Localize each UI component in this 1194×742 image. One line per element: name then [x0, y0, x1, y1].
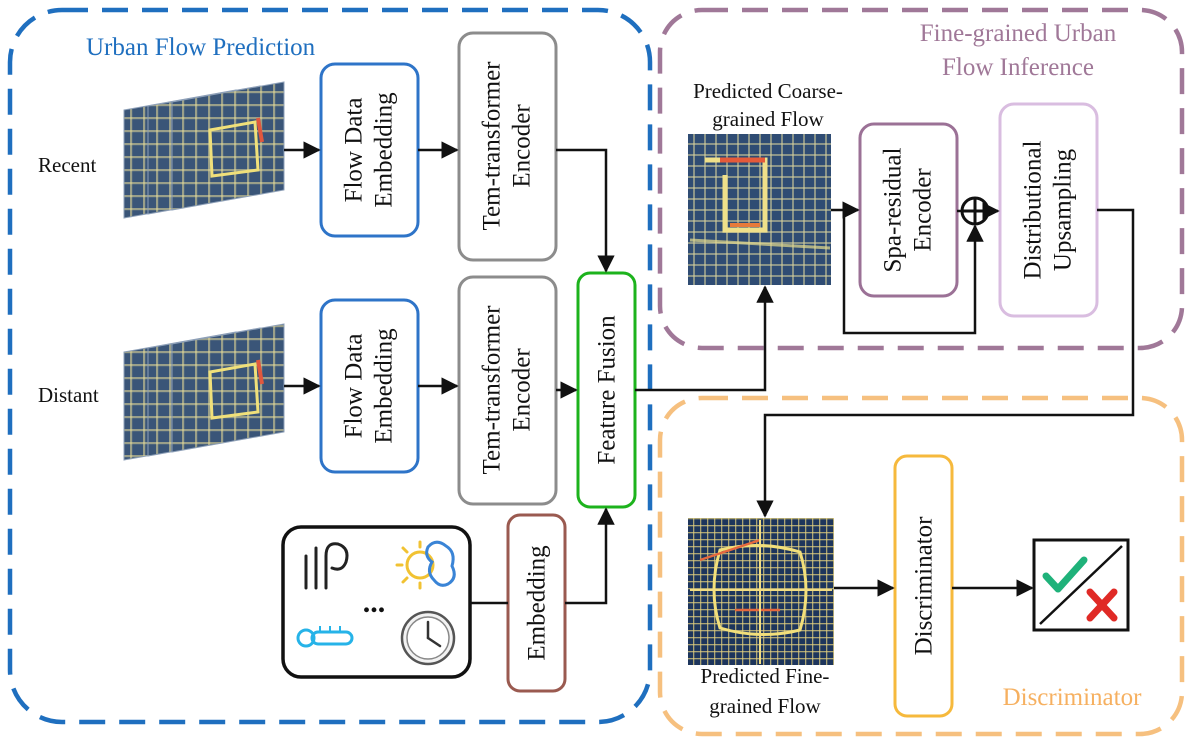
distant-heatmap-stack: [123, 323, 285, 461]
wind-icon: [304, 542, 349, 590]
tem-transformer-encoder-label-recent-line1: Tem-transformer: [479, 61, 506, 231]
tem-transformer-encoder-box-recent: [457, 31, 558, 262]
cross-icon: [1086, 588, 1118, 622]
embedding-label: Embedding: [524, 545, 551, 661]
tem-transformer-encoder-box-distant: [457, 275, 558, 506]
fine-flow-label-line2: grained Flow: [709, 694, 821, 718]
recent-heatmap-stack: [123, 81, 285, 219]
distributional-upsampling-box: [998, 102, 1099, 318]
coarse-flow-label-line2: grained Flow: [712, 107, 824, 131]
tem-transformer-encoder-label-recent-line2: Encoder: [509, 104, 536, 188]
spa-residual-encoder-box: [858, 122, 959, 298]
distant-label: Distant: [38, 383, 99, 407]
flow-data-embedding-box-distant: [319, 298, 420, 474]
tem-transformer-encoder-label-distant-line1: Tem-transformer: [479, 305, 506, 475]
fine-grained-inference-region: [657, 7, 1185, 351]
recent-label: Recent: [38, 153, 96, 177]
spa-residual-encoder-label-line2: Encoder: [910, 168, 937, 252]
feature-fusion-label: Feature Fusion: [594, 315, 621, 465]
urban-flow-prediction-region: [7, 7, 653, 725]
discriminator-region: [657, 395, 1185, 737]
flow-data-embedding-label-recent-line2: Embedding: [371, 92, 398, 208]
flow-data-embedding-label-distant-line1: Flow Data: [341, 334, 368, 439]
urban-flow-prediction-title: Urban Flow Prediction: [86, 34, 316, 61]
coarse-flow-label-line1: Predicted Coarse-: [693, 79, 843, 103]
discriminator-region-title: Discriminator: [1003, 684, 1143, 711]
flow-data-embedding-box-recent: [319, 62, 420, 238]
thermometer-icon: [296, 626, 354, 648]
tem-transformer-encoder-label-distant-line2: Encoder: [509, 348, 536, 432]
fine-grained-inference-title-line2: Flow Inference: [942, 54, 1094, 81]
context-ellipsis: ...: [363, 586, 386, 619]
residual-add-node: [960, 196, 990, 226]
distributional-upsampling-label-line1: Distributional: [1020, 141, 1047, 280]
flow-data-embedding-label-distant-line2: Embedding: [371, 328, 398, 444]
sun-cloud-icon: [395, 540, 456, 590]
connectors: [284, 141, 1135, 605]
distributional-upsampling-label-line2: Upsampling: [1050, 148, 1077, 271]
flow-data-embedding-label-recent-line1: Flow Data: [341, 98, 368, 203]
verdict-icon: [1032, 538, 1130, 632]
coarse-flow-heatmap: [688, 134, 831, 285]
check-icon: [1042, 556, 1088, 593]
fine-flow-heatmap: [688, 518, 834, 665]
clock-icon: [400, 610, 456, 666]
spa-residual-encoder-label-line1: Spa-residual: [880, 147, 907, 272]
discriminator-box: [893, 454, 954, 718]
fine-grained-inference-title-line1: Fine-grained Urban: [920, 20, 1117, 47]
discriminator-box-label: Discriminator: [911, 516, 938, 656]
fine-flow-label-line1: Predicted Fine-: [701, 664, 830, 688]
